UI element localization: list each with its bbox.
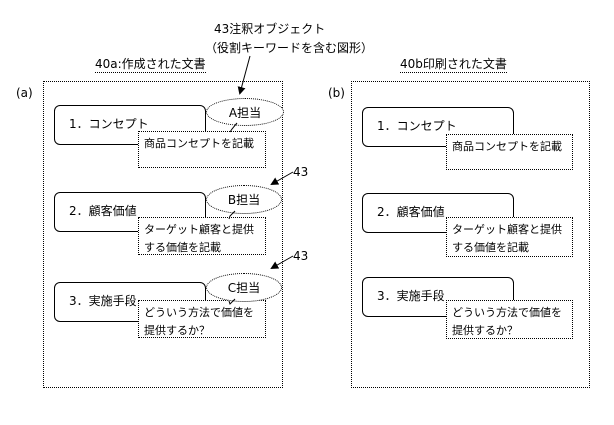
callout-tail-c	[229, 299, 235, 304]
callout-tail-a	[230, 123, 237, 132]
callout-tail-b	[229, 211, 235, 219]
ref-arrow-b	[272, 172, 293, 184]
annotation-arrow	[240, 56, 250, 93]
ref-arrow-c	[272, 256, 293, 268]
